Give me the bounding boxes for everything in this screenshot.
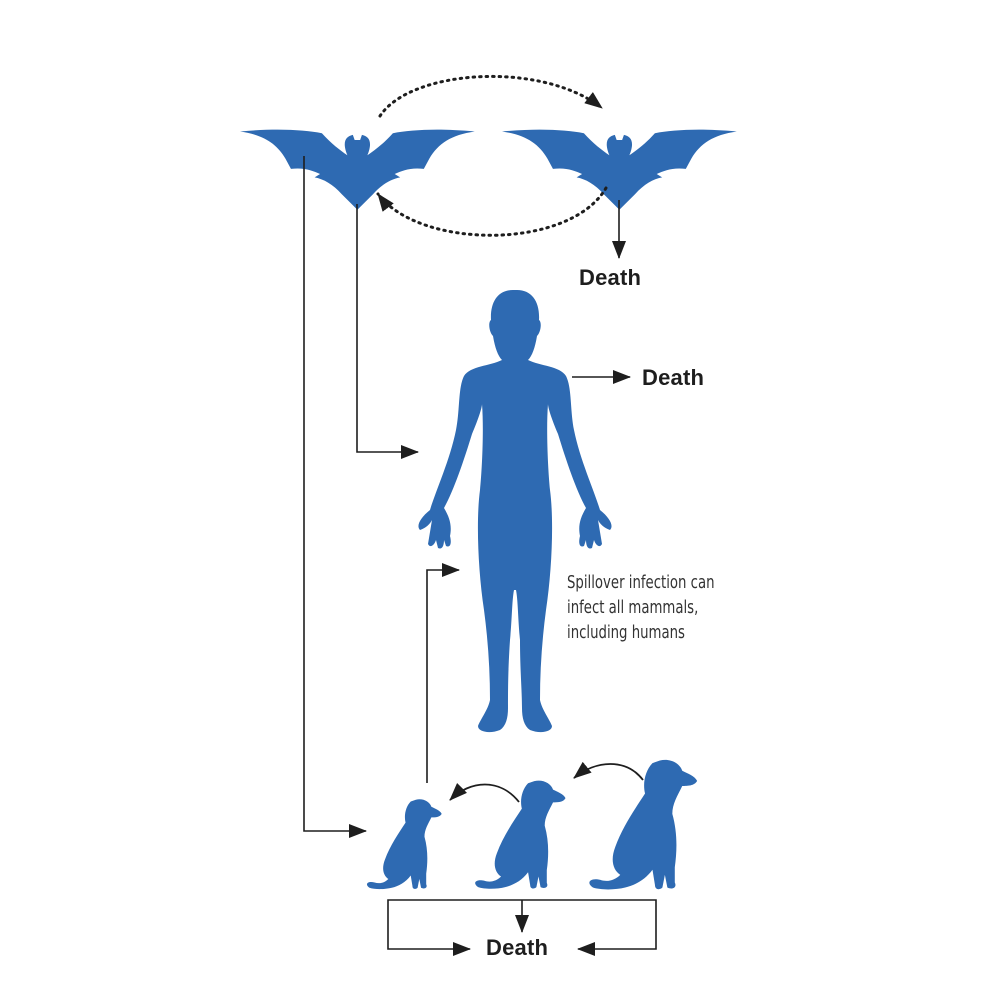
dogs-group [366, 759, 698, 890]
caption-line-2: infect all mammals, [567, 597, 699, 618]
bat-icon [240, 129, 475, 210]
bat-right [502, 129, 737, 210]
curved-arrow-large-to-medium [573, 761, 644, 781]
death-label-human: Death [642, 365, 705, 390]
bat-left [240, 129, 475, 210]
dog-icon-small [366, 799, 442, 890]
dotted-arrow-right-to-left [376, 186, 608, 237]
death-label-dogs: Death [486, 935, 549, 960]
bat-icon [502, 129, 737, 210]
curved-arrow-medium-to-small [449, 783, 520, 803]
human-icon [418, 290, 612, 733]
dotted-arrow-left-to-right [378, 74, 604, 118]
arrow-bat-to-human [356, 204, 419, 459]
arrow-bat-to-dog [303, 156, 367, 838]
caption-line-3: including humans [567, 622, 685, 643]
caption-line-1: Spillover infection can [567, 572, 715, 593]
dog-icon-medium [475, 780, 566, 889]
bracket-dogs-to-death-left [387, 899, 520, 956]
bracket-dogs-to-death-right [520, 899, 657, 956]
arrow-dog-to-human [426, 563, 460, 783]
death-label-bat: Death [579, 265, 642, 290]
human-figure [418, 290, 612, 733]
spillover-caption: Spillover infection can infect all mamma… [567, 570, 797, 645]
